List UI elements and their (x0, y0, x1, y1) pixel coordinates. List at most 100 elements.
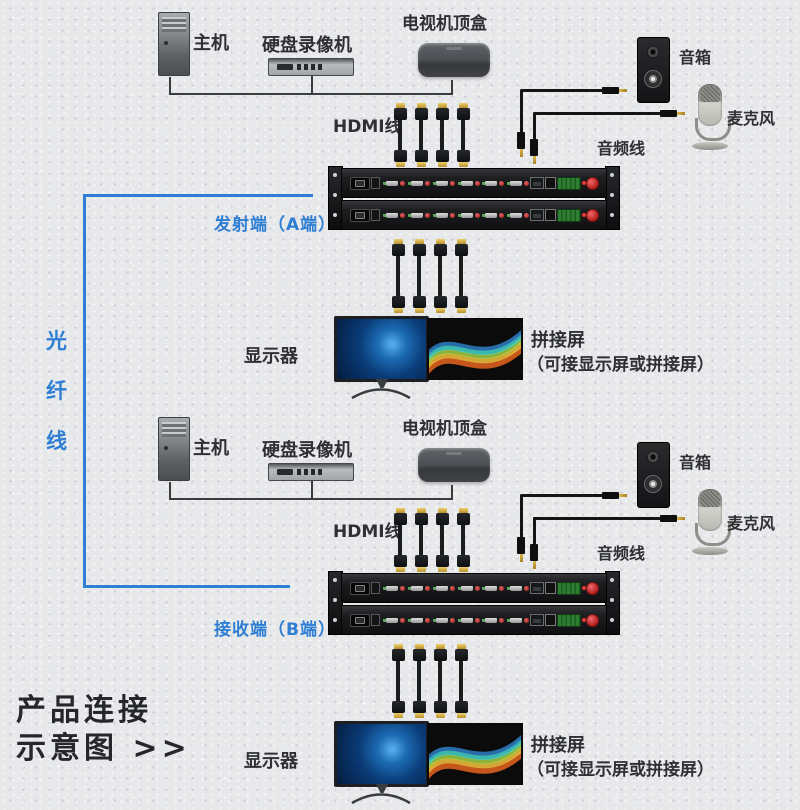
rack-unit (341, 605, 607, 635)
hdmi-cable-icon (434, 508, 450, 572)
rack-ear (605, 166, 620, 230)
stb-label: 电视机顶盒 (402, 419, 487, 439)
audio-cable-label: 音频线 (597, 544, 646, 563)
hdmi-port-icon (480, 211, 505, 220)
source-bracket-stub (311, 481, 313, 499)
page-title-line1: 产品连接 (16, 693, 152, 728)
ethernet-port-icon (530, 209, 545, 221)
source-bracket-stub (169, 482, 171, 499)
splice-screen-note: （可接显示屏或拼接屏） (527, 355, 714, 375)
audio-cable-wire (521, 494, 603, 497)
power-inlet-icon (350, 613, 370, 627)
rack-unit (341, 168, 607, 198)
hdmi-port-icon (431, 179, 455, 188)
source-bracket-stub (311, 76, 313, 94)
page-title-line2: 示意图 >> (16, 731, 191, 766)
audio-cable-wire (521, 89, 603, 92)
fiber-cable-label: 光 (46, 329, 67, 353)
usb-port-icon (545, 177, 557, 189)
computer-tower-icon (158, 12, 190, 76)
terminal-block-icon (557, 613, 582, 627)
rack-ear (328, 571, 343, 635)
dvr-icon (268, 463, 354, 481)
hdmi-port-icon (406, 616, 430, 625)
ethernet-port-icon (530, 614, 545, 626)
hdmi-cable-icon (434, 103, 450, 167)
hdmi-cable-icon (432, 239, 448, 313)
audio-cable-wire (533, 112, 536, 140)
audio-cable-wire (533, 112, 661, 115)
hdmi-cable-icon (453, 239, 469, 313)
power-switch-icon (370, 177, 380, 189)
terminal-block-icon (557, 208, 582, 222)
microphone-label: 麦克风 (727, 514, 776, 533)
transmitter-device (328, 166, 620, 232)
hdmi-port-icon (406, 179, 430, 188)
hdmi-port-icon (505, 616, 530, 625)
hdmi-cable-icon (411, 239, 427, 313)
monitor-label: 显示器 (244, 346, 298, 367)
audio-plug-icon (530, 139, 538, 164)
speaker-label: 音箱 (679, 453, 712, 472)
microphone-label: 麦克风 (727, 109, 776, 128)
hdmi-port-icon (480, 179, 505, 188)
fiber-line-top (83, 194, 313, 197)
host-label: 主机 (193, 438, 229, 459)
monitor-stand (351, 784, 411, 805)
power-inlet-icon (350, 581, 370, 595)
led-icon (581, 618, 586, 622)
rack-ear (328, 166, 343, 230)
set-top-box-icon (418, 448, 490, 482)
power-inlet-icon (350, 176, 370, 190)
hdmi-port-icon (406, 211, 430, 220)
monitor-icon (334, 316, 429, 382)
hdmi-cable-icon (390, 644, 406, 718)
source-bracket-stub (169, 77, 171, 94)
splice-screen-icon (427, 318, 523, 380)
audio-cable-wire (520, 494, 523, 539)
source-bracket-line (169, 498, 453, 500)
stb-label: 电视机顶盒 (402, 14, 487, 34)
speaker-icon (637, 442, 670, 508)
audio-plug-icon (602, 492, 627, 499)
speaker-icon (637, 37, 670, 103)
terminal-block-icon (557, 581, 582, 595)
splice-screen-icon (427, 723, 523, 785)
splice-screen-label: 拼接屏 (531, 330, 585, 351)
hdmi-port-icon (381, 584, 405, 593)
fiber-connector-icon (586, 209, 598, 221)
transmitter-label: 发射端（A端） (214, 215, 337, 235)
hdmi-port-icon (456, 179, 480, 188)
audio-plug-icon (602, 87, 627, 94)
section-transmitter: 主机 硬盘录像机 电视机顶盒 HDMI线 音箱 麦克风 音频线 (0, 0, 800, 405)
fiber-line-vertical (83, 194, 86, 588)
hdmi-cable-icon (392, 508, 408, 572)
hdmi-cable-icon (455, 508, 471, 572)
monitor-label: 显示器 (244, 751, 298, 772)
fiber-connector-icon (586, 582, 598, 594)
hdmi-cable-label: HDMI线 (333, 522, 402, 542)
hdmi-cable-icon (413, 103, 429, 167)
hdmi-port-icon (505, 211, 530, 220)
fiber-cable-label: 线 (46, 429, 67, 453)
computer-tower-icon (158, 417, 190, 481)
audio-cable-label: 音频线 (597, 139, 646, 158)
fiber-connector-icon (586, 614, 598, 626)
audio-cable-wire (520, 89, 523, 134)
wave-art (429, 734, 521, 779)
hdmi-port-icon (505, 179, 530, 188)
hdmi-port-icon (431, 211, 455, 220)
dvr-icon (268, 58, 354, 76)
splice-screen-note: （可接显示屏或拼接屏） (527, 760, 714, 780)
hdmi-cable-icon (432, 644, 448, 718)
hdmi-port-icon (456, 616, 480, 625)
audio-plug-icon (530, 544, 538, 569)
hdmi-cable-label: HDMI线 (333, 117, 402, 137)
hdmi-port-icon (381, 616, 405, 625)
dvr-label: 硬盘录像机 (262, 35, 352, 56)
hdmi-cable-icon (411, 644, 427, 718)
fiber-line-bottom (83, 585, 290, 588)
audio-plug-icon (517, 132, 525, 157)
source-bracket-stub (451, 485, 453, 499)
